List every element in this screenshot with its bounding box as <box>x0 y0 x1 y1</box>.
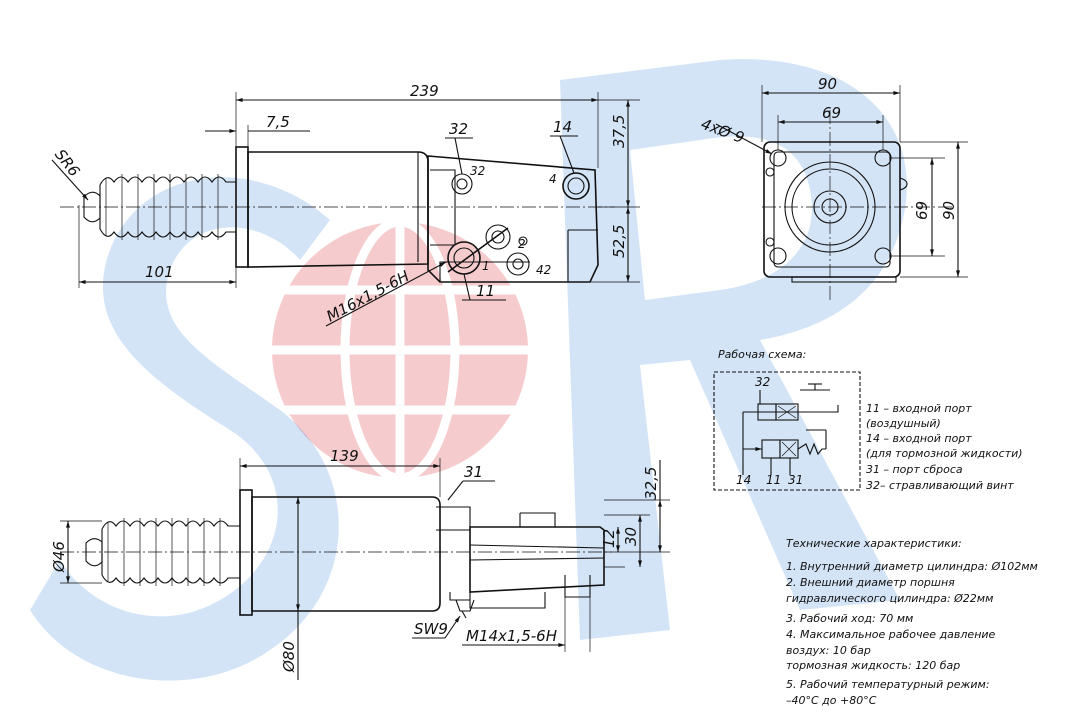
spec-line: 2. Внешний диаметр поршня <box>786 576 955 589</box>
watermark-globe <box>272 217 528 483</box>
legend-line: (воздушный) <box>866 417 941 430</box>
spec-line: воздух: 10 бар <box>786 644 871 657</box>
spec-line: тормозная жидкость: 120 бар <box>786 659 960 672</box>
dim-height-outer: 90 <box>940 201 958 220</box>
label-port-14: 14 <box>553 118 572 136</box>
bottom-view: 139 31 Ø46 Ø80 32,5 30 12 SW9 M14x1,5-6H <box>50 447 670 680</box>
spec-line: гидравлического цилиндра: Ø22мм <box>786 592 993 605</box>
label-port-4: 4 <box>549 172 557 186</box>
spec-line: 3. Рабочий ход: 70 мм <box>786 612 913 625</box>
dim-boot-radius: SR6 <box>51 146 83 180</box>
label-port-11: 11 <box>476 282 495 300</box>
label-port-1: 1 <box>482 259 490 273</box>
spec-line: 5. Рабочий температурный режим: <box>786 678 990 691</box>
legend-line: 32– стравливающий винт <box>866 479 1014 492</box>
watermark-letter-r <box>560 59 907 641</box>
dim-overall-length: 239 <box>410 82 439 100</box>
dim-diam-body: Ø80 <box>280 641 298 673</box>
dim-height-325: 32,5 <box>642 467 660 500</box>
specs-title: Технические характеристики: <box>786 537 962 550</box>
working-scheme: Рабочая схема: 32 14 11 31 11 – входной … <box>713 348 1023 492</box>
legend-line: 14 – входной порт <box>866 432 972 445</box>
dim-height-top: 37,5 <box>610 115 628 148</box>
specifications: Технические характеристики: 1. Внутренни… <box>786 537 1038 707</box>
scheme-label-11: 11 <box>766 473 781 487</box>
scheme-legend: 11 – входной порт (воздушный) 14 – входн… <box>866 402 1023 492</box>
spec-line: 4. Максимальное рабочее давление <box>786 628 996 641</box>
scheme-label-32: 32 <box>755 375 770 389</box>
label-port-32: 32 <box>449 120 468 138</box>
dim-diam-boot: Ø46 <box>50 541 68 573</box>
dim-height-inner: 69 <box>913 201 931 220</box>
legend-line: 11 – входной порт <box>866 402 972 415</box>
label-wrench: SW9 <box>414 620 448 638</box>
scheme-label-14: 14 <box>736 473 751 487</box>
legend-line: (для тормозной жидкости) <box>866 447 1023 460</box>
dim-flange-thickness: 7,5 <box>266 113 290 131</box>
label-port-32-small: 32 <box>470 164 485 178</box>
watermark <box>30 59 907 681</box>
spec-line: 1. Внутренний диаметр цилиндра: Ø102мм <box>786 560 1038 573</box>
dim-height-30: 30 <box>622 527 640 546</box>
legend-line: 31 – порт сброса <box>866 463 963 476</box>
label-port-2: 2 <box>518 237 526 251</box>
label-port-31: 31 <box>464 463 483 481</box>
dim-width-outer: 90 <box>818 75 837 93</box>
dim-width-inner: 69 <box>822 104 841 122</box>
dim-boot-length: 101 <box>145 263 174 281</box>
label-thread-m14: M14x1,5-6H <box>466 627 557 645</box>
scheme-title: Рабочая схема: <box>718 348 806 361</box>
label-port-42: 42 <box>536 263 551 277</box>
bellows-boot-bottom <box>85 518 240 586</box>
dim-height-12: 12 <box>600 529 618 548</box>
dim-height-bottom: 52,5 <box>610 225 628 258</box>
spec-line: –40°С до +80°С <box>786 694 877 707</box>
scheme-label-31: 31 <box>788 473 803 487</box>
dim-bottom-length: 139 <box>330 447 359 465</box>
watermark-letter-s <box>30 177 339 681</box>
bellows-boot <box>83 174 236 240</box>
